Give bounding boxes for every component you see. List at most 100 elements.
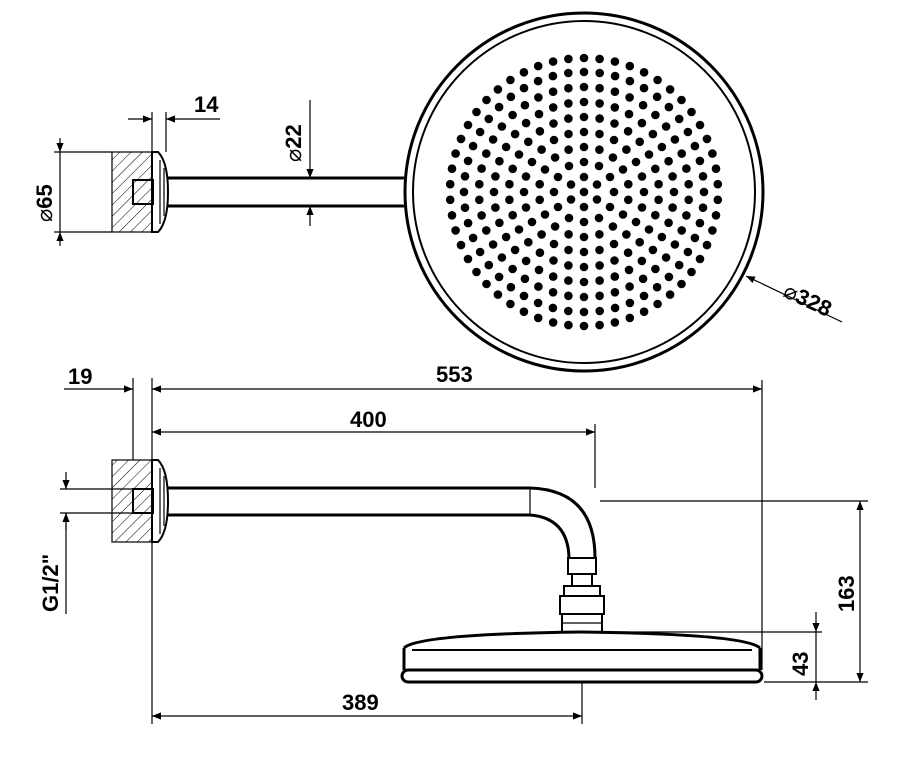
- nozzle-dot: [564, 114, 573, 123]
- nozzle-dot: [608, 153, 618, 162]
- nozzle-dot: [594, 161, 604, 171]
- shower-head-side: [400, 630, 764, 684]
- nozzle-dot: [652, 92, 662, 102]
- nozzle-dot: [508, 264, 517, 274]
- nozzle-dot: [651, 210, 660, 220]
- dim-drop-height: 163: [600, 500, 868, 683]
- nozzle-dot: [579, 127, 589, 137]
- nozzle-dot: [702, 134, 712, 144]
- nozzle-dot: [506, 75, 515, 85]
- nozzle-dot: [605, 202, 615, 212]
- nozzle-dot: [610, 103, 620, 112]
- nozzle-dot: [624, 109, 634, 119]
- nozzle-dot: [637, 256, 647, 266]
- nozzle-dot: [548, 288, 558, 297]
- nozzle-dot: [653, 299, 662, 309]
- nozzle-dot: [506, 92, 516, 102]
- nozzle-dot: [447, 164, 457, 173]
- nozzle-dot: [519, 291, 529, 301]
- nozzle-dot: [495, 218, 504, 228]
- nozzle-dot: [610, 57, 620, 66]
- nozzle-dot: [447, 211, 457, 220]
- nozzle-dot: [625, 282, 634, 291]
- nozzle-dot: [566, 195, 576, 204]
- nozzle-dot: [482, 279, 491, 289]
- nozzle-dot: [622, 230, 631, 239]
- nozzle-dot: [548, 318, 558, 327]
- nozzle-dot: [579, 97, 589, 107]
- nozzle-dot: [695, 254, 705, 264]
- wall-flange-top: [151, 151, 170, 233]
- nozzle-dot: [610, 303, 620, 313]
- nozzle-dot: [657, 142, 667, 152]
- nozzle-dot: [677, 95, 686, 105]
- nozzle-dot: [495, 156, 504, 166]
- nozzle-dot: [652, 282, 662, 292]
- dim-thread-label: G1/2": [38, 554, 63, 612]
- nozzle-dot: [535, 248, 545, 257]
- nozzle-dot: [579, 321, 589, 331]
- nozzle-dot: [625, 76, 635, 86]
- nozzle-dot: [625, 93, 634, 102]
- nozzle-dot: [548, 87, 558, 96]
- nozzle-dot: [713, 195, 723, 205]
- side-view: 19 553 400 389 G1/2": [38, 362, 868, 724]
- nozzle-dot: [564, 99, 573, 108]
- nozzle-dot: [687, 107, 696, 117]
- nozzle-dot: [445, 195, 455, 205]
- nozzle-dot: [595, 261, 604, 270]
- nozzle-dot: [491, 172, 500, 181]
- dim-65-label: 65: [32, 184, 57, 208]
- nozzle-dot: [683, 127, 693, 137]
- nozzle-dot: [521, 172, 531, 181]
- nozzle-dot: [475, 195, 484, 205]
- nozzle-dot: [698, 203, 708, 212]
- nozzle-dot: [537, 230, 546, 239]
- nozzle-dot: [579, 262, 589, 272]
- nozzle-dot: [477, 164, 486, 173]
- nozzle-dot: [648, 129, 658, 139]
- nozzle-dot: [695, 120, 705, 130]
- nozzle-dot: [508, 164, 517, 174]
- nozzle-dot: [661, 122, 671, 131]
- nozzle-dot: [506, 282, 516, 292]
- nozzle-dot: [468, 233, 478, 243]
- nozzle-dot: [564, 230, 573, 239]
- nozzle-dot: [482, 149, 491, 158]
- nozzle-dot: [670, 135, 680, 144]
- nozzle-dot: [579, 53, 589, 63]
- nozzle-dot: [564, 145, 573, 154]
- shower-nozzles: [445, 53, 723, 331]
- dim-400-label: 400: [350, 407, 387, 432]
- nozzle-dot: [564, 291, 573, 301]
- nozzle-dot: [534, 265, 544, 275]
- nozzle-dot: [639, 83, 649, 93]
- nozzle-dot: [594, 213, 604, 223]
- nozzle-dot: [535, 179, 544, 189]
- nozzle-dot: [639, 68, 649, 77]
- nozzle-dot: [514, 150, 524, 159]
- nozzle-dot: [506, 299, 515, 309]
- nozzle-dot: [549, 119, 558, 128]
- nozzle-dot: [595, 245, 604, 255]
- nozzle-dot: [669, 187, 679, 197]
- nozzle-dot: [665, 85, 675, 94]
- nozzle-dot: [674, 260, 684, 270]
- nozzle-dot: [564, 261, 573, 270]
- nozzle-dot: [566, 180, 576, 189]
- dim-head-center-reach: 389: [151, 542, 583, 724]
- nozzle-dot: [683, 247, 693, 257]
- nozzle-dot: [695, 218, 705, 228]
- nozzle-dot: [456, 134, 466, 144]
- nozzle-dot: [610, 256, 619, 265]
- nozzle-dot: [488, 240, 498, 249]
- nozzle-dot: [595, 320, 604, 330]
- nozzle-dot: [595, 276, 604, 285]
- nozzle-dot: [451, 149, 460, 158]
- nozzle-dot: [519, 68, 529, 77]
- nozzle-dot: [579, 172, 589, 182]
- nozzle-dot: [463, 254, 473, 264]
- nozzle-dot: [654, 179, 663, 189]
- nozzle-dot: [610, 71, 620, 81]
